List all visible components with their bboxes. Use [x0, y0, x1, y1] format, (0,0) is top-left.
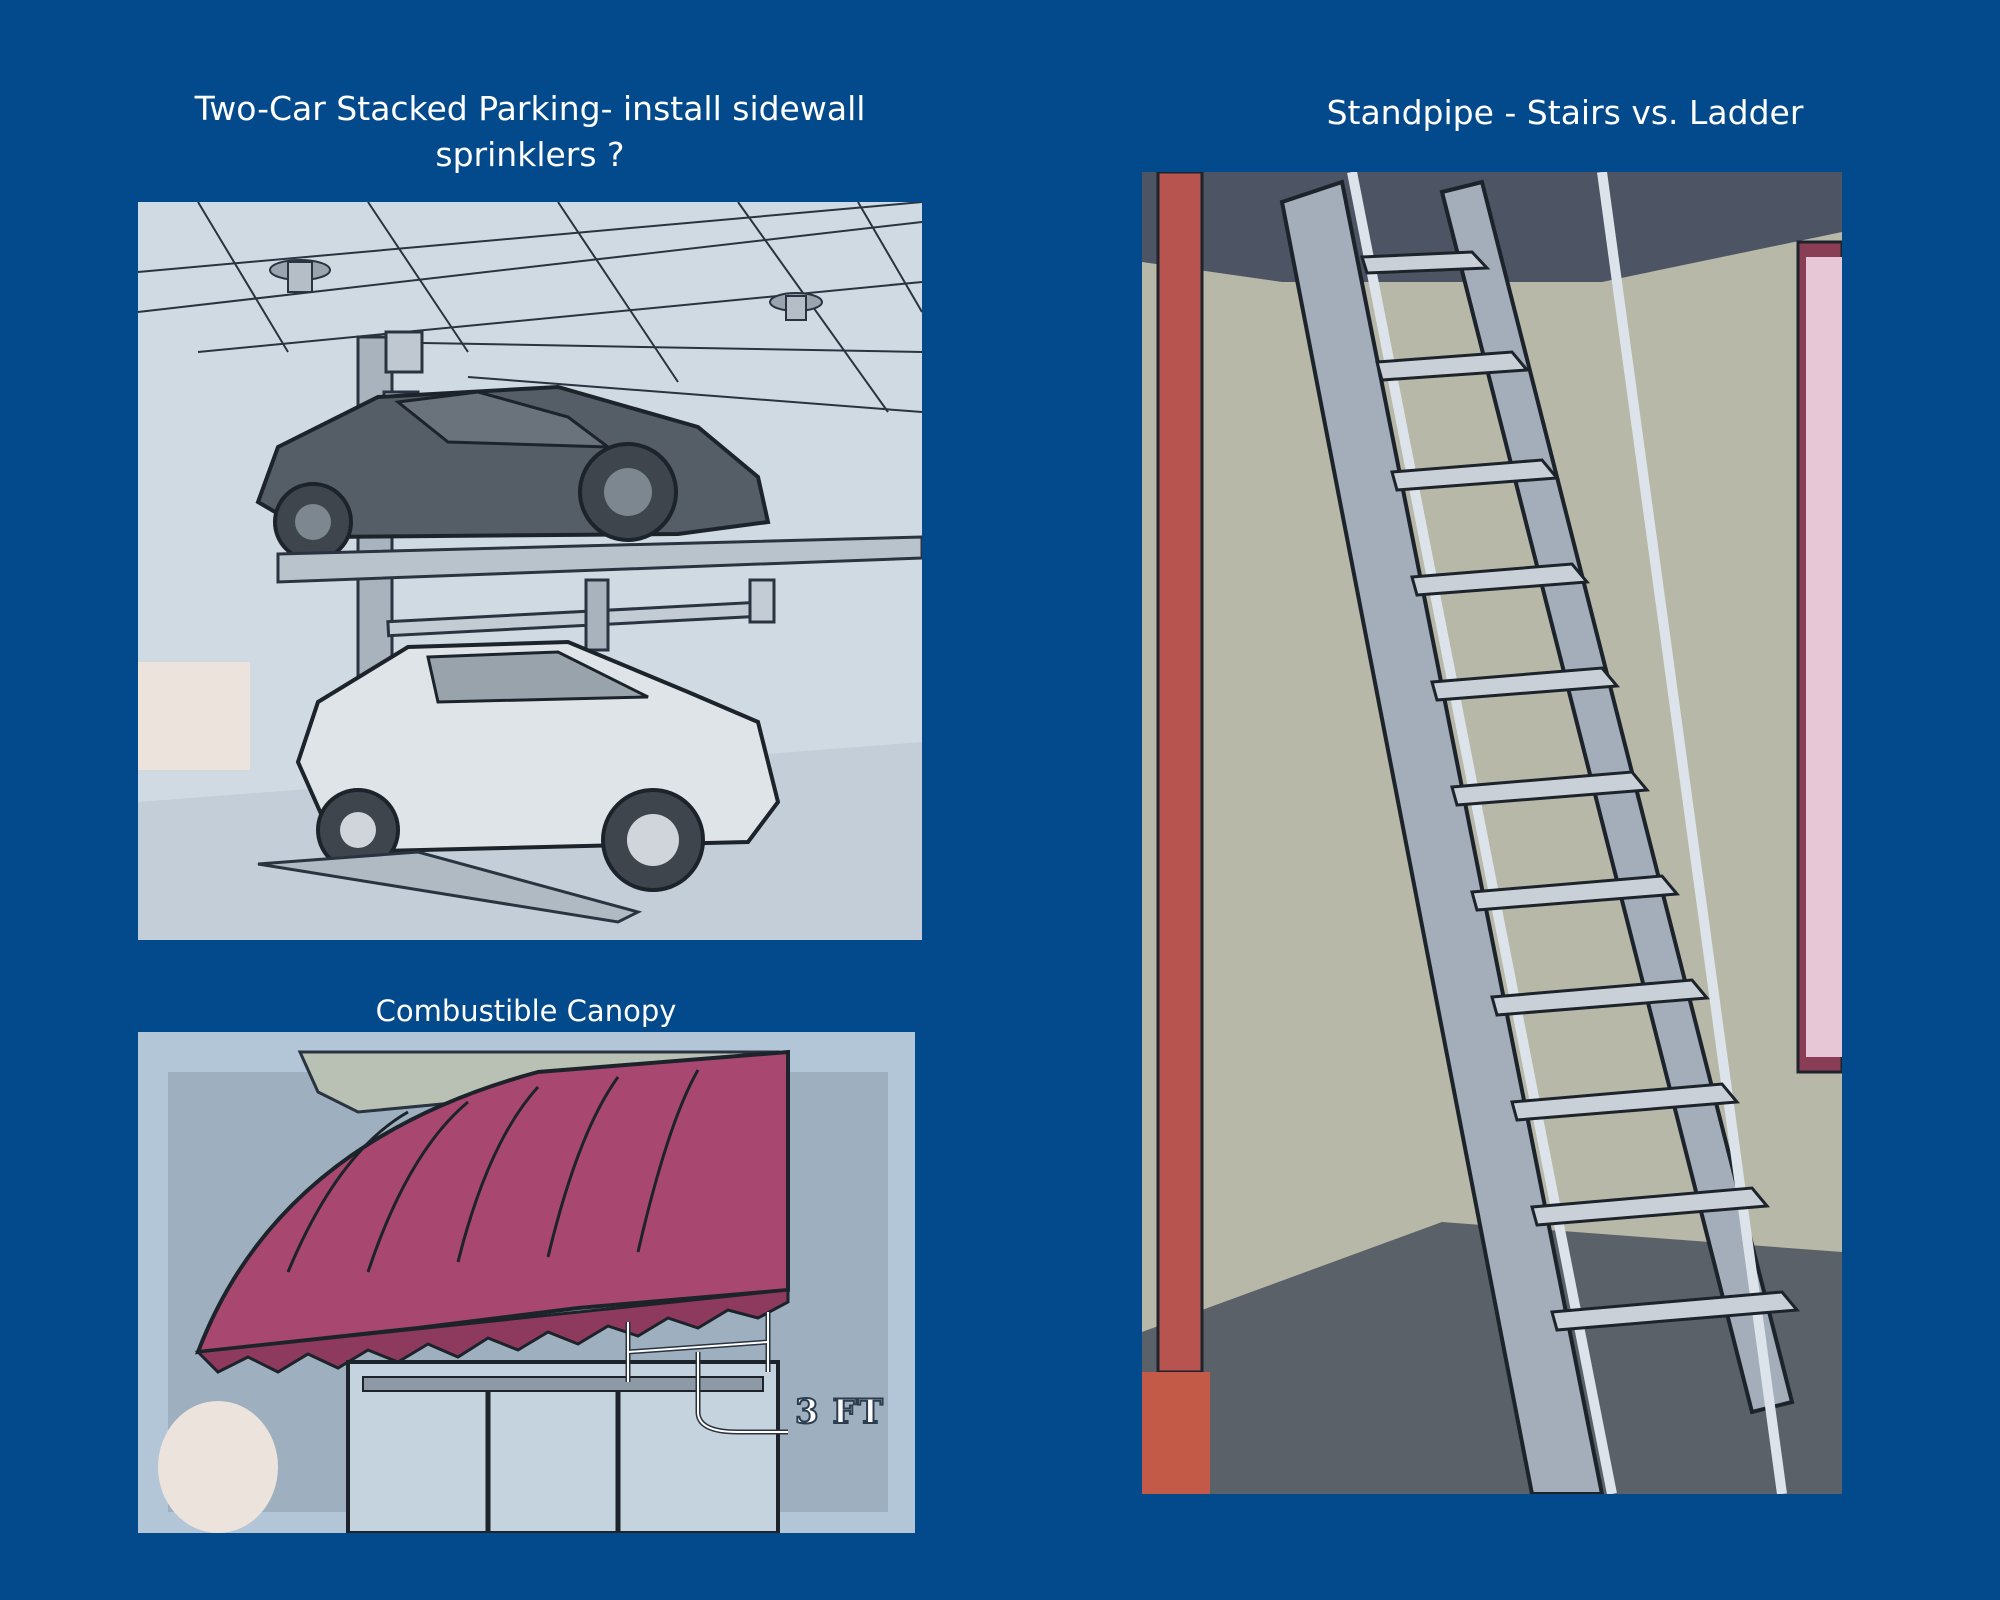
cream-marker-circle — [158, 1401, 278, 1533]
sprinkler-heads — [269, 259, 823, 321]
orange-marker — [1142, 1372, 1210, 1494]
stairs-drawing — [1142, 172, 1842, 1494]
parking-caption: Two-Car Stacked Parking- install sidewal… — [194, 89, 866, 174]
stair-treads — [1359, 250, 1800, 1332]
canopy-caption: Combustible Canopy — [375, 994, 677, 1028]
canopy-measurement-label: 3 FT — [794, 1391, 884, 1433]
canopy-drawing — [138, 1032, 915, 1533]
stairs-caption: Standpipe - Stairs vs. Ladder — [1326, 93, 1804, 132]
stacked-parking-illustration — [138, 202, 922, 940]
standpipe-pipe — [1156, 172, 1204, 1374]
cream-marker-square — [138, 662, 250, 770]
standpipe-stairs-illustration — [1142, 172, 1842, 1494]
stacked-parking-drawing — [138, 202, 922, 940]
combustible-canopy-illustration — [138, 1032, 915, 1533]
